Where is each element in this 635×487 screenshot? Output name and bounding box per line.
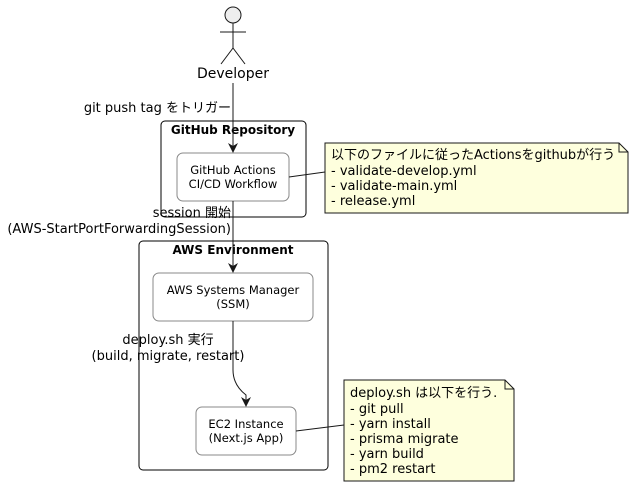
edge-ssm-to-ec2: deploy.sh 実行 (build, migrate, restart) bbox=[92, 321, 251, 407]
actor-leg-left bbox=[220, 47, 234, 65]
ec2-node: EC2 Instance (Next.js App) bbox=[195, 406, 297, 456]
ec2-note-line-5: - pm2 restart bbox=[350, 462, 435, 477]
actor-leg-right bbox=[232, 47, 246, 65]
ec2-line1: EC2 Instance bbox=[208, 417, 283, 431]
ssm-node: AWS Systems Manager (SSM) bbox=[152, 272, 314, 322]
actions-note-line-0: 以下のファイルに従ったActionsをgithubが行う bbox=[331, 148, 615, 163]
actions-note-line-1: - validate-develop.yml bbox=[331, 164, 477, 179]
github-actions-line1: GitHub Actions bbox=[190, 163, 276, 177]
ec2-note-line-1: - git pull bbox=[350, 402, 404, 417]
edge-deploy-line bbox=[232, 321, 251, 407]
edge-actions-to-ssm: session 開始 (AWS-StartPortForwardingSessi… bbox=[7, 201, 238, 273]
ssm-line2: (SSM) bbox=[216, 297, 250, 311]
actions-note-line-2: - validate-main.yml bbox=[331, 179, 457, 194]
ssm-line1: AWS Systems Manager bbox=[167, 283, 300, 297]
developer-actor: Developer bbox=[197, 6, 269, 82]
github-actions-node: GitHub Actions CI/CD Workflow bbox=[176, 152, 290, 202]
actor-head bbox=[224, 6, 242, 24]
ec2-note: deploy.sh は以下を行う. - git pull - yarn inst… bbox=[295, 379, 515, 482]
actions-note-line-3: - release.yml bbox=[331, 194, 415, 209]
actor-label: Developer bbox=[197, 66, 269, 82]
edge-deploy-label-line2: (build, migrate, restart) bbox=[92, 349, 245, 364]
ec2-note-body bbox=[343, 379, 515, 482]
edge-push-label: git push tag をトリガー bbox=[84, 101, 231, 116]
actions-note-body bbox=[324, 142, 629, 214]
actions-note: 以下のファイルに従ったActionsをgithubが行う - validate-… bbox=[288, 142, 629, 214]
edge-developer-to-actions: git push tag をトリガー bbox=[84, 83, 238, 153]
ec2-note-line-2: - yarn install bbox=[350, 417, 431, 432]
ec2-note-connector bbox=[295, 424, 345, 432]
github-actions-line2: CI/CD Workflow bbox=[189, 177, 278, 191]
ec2-note-line-0: deploy.sh は以下を行う. bbox=[350, 386, 497, 401]
ec2-note-fold bbox=[504, 380, 514, 390]
edge-deploy-label-line1: deploy.sh 実行 bbox=[122, 332, 213, 348]
edge-session-label-line2: (AWS-StartPortForwardingSession) bbox=[7, 222, 231, 237]
edge-session-label-line1: session 開始 bbox=[153, 206, 231, 221]
actions-note-fold bbox=[618, 143, 628, 153]
actions-note-connector bbox=[288, 171, 326, 178]
ec2-line2: (Next.js App) bbox=[209, 431, 284, 445]
ec2-note-line-4: - yarn build bbox=[350, 447, 424, 462]
ec2-note-line-3: - prisma migrate bbox=[350, 432, 459, 447]
